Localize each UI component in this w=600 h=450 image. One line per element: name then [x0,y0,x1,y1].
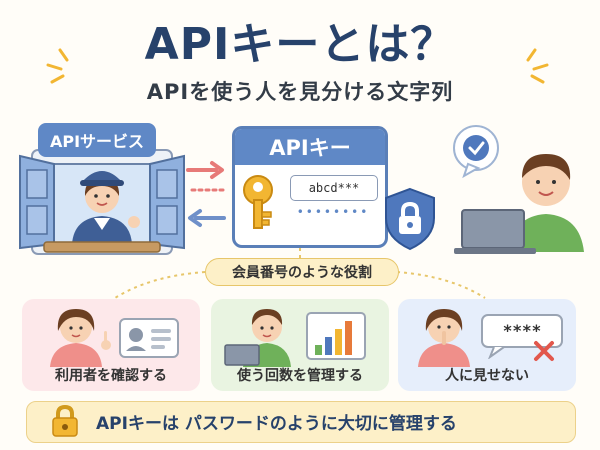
card-label: 使う回数を管理する [237,368,363,384]
user-with-laptop-illustration [453,125,584,254]
boy-laptop-illustration [224,309,291,367]
connector-lines [114,248,486,299]
cross-icon [534,341,554,361]
shield-lock-icon [385,187,435,251]
card-label: 利用者を確認する [55,368,167,384]
api-key-text: abcd*** [290,175,378,201]
bottom-banner [26,401,576,443]
dotted-link [190,188,226,192]
card-identify-user: 利用者を確認する [22,299,200,391]
sparkle-icon [526,48,549,84]
woman-shush-illustration [418,309,470,367]
service-sign: APIサービス [38,123,156,157]
bar-chart-icon [306,312,366,360]
page-title: APIキーとは？ [144,19,456,70]
sparkle-icon [46,48,69,84]
id-card-icon [119,318,179,358]
page-subtitle: APIを使う人を見分ける文字列 [146,80,454,104]
card-manage-usage: 使う回数を管理する [211,299,389,391]
card-do-not-show: **** 人に見せない [398,299,576,391]
role-label: 会員番号のような役割 [205,258,399,286]
speech-bubble [481,314,563,359]
padlock-icon [52,404,78,437]
woman-pointing-illustration [50,309,111,367]
api-key-card-title: APIキー [235,129,385,165]
laptop-icon [454,209,536,254]
arrow-left-icon [188,209,226,227]
arrow-right-icon [186,161,224,179]
api-key-masked: •••••••• [296,205,370,219]
card-label: 人に見せない [445,368,529,384]
key-icon [243,175,273,229]
bottom-banner-text: APIキーは パスワードのように大切に管理する [96,413,457,434]
service-window-illustration [19,149,185,255]
checkmark-bubble-icon [453,125,499,179]
bubble-text: **** [502,320,542,340]
